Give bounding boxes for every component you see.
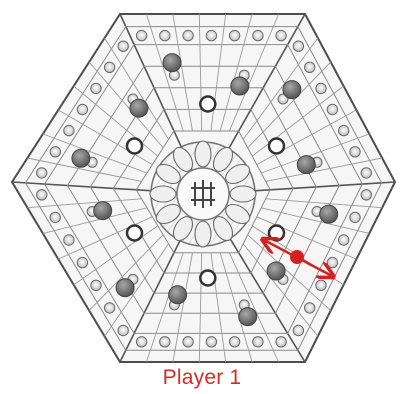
center-glyph-icon (191, 180, 215, 208)
game-piece[interactable] (169, 286, 187, 304)
ring-marker[interactable] (127, 139, 142, 154)
board-hole[interactable] (229, 337, 239, 347)
board-hole[interactable] (37, 168, 47, 178)
board-hole[interactable] (64, 235, 74, 245)
ring-marker[interactable] (269, 139, 284, 154)
board-hole[interactable] (316, 280, 326, 290)
game-piece[interactable] (297, 156, 315, 174)
board-hole[interactable] (104, 62, 114, 72)
board-hole[interactable] (206, 337, 216, 347)
board-hole[interactable] (339, 235, 349, 245)
board-hole[interactable] (327, 104, 337, 114)
board-hole[interactable] (293, 41, 303, 51)
board-hole[interactable] (327, 257, 337, 267)
board-hole[interactable] (104, 303, 114, 313)
board-hole[interactable] (183, 337, 193, 347)
board-hole[interactable] (50, 147, 60, 157)
board-hole[interactable] (361, 190, 371, 200)
game-piece[interactable] (267, 262, 285, 280)
game-piece[interactable] (130, 99, 148, 117)
board-hole[interactable] (276, 30, 286, 40)
board-hole[interactable] (118, 41, 128, 51)
board-hole[interactable] (206, 30, 216, 40)
board-hole[interactable] (183, 30, 193, 40)
board-hole[interactable] (64, 125, 74, 135)
board-hole[interactable] (77, 104, 87, 114)
mandala-petal (150, 186, 176, 202)
move-indicator-dot[interactable] (290, 250, 304, 264)
board-hole[interactable] (136, 337, 146, 347)
ring-marker[interactable] (200, 97, 215, 112)
board-hole[interactable] (77, 257, 87, 267)
game-piece[interactable] (116, 279, 134, 297)
board-hole[interactable] (253, 337, 263, 347)
board-hole[interactable] (305, 62, 315, 72)
mandala-petal (195, 221, 211, 247)
board-hole[interactable] (118, 325, 128, 335)
board-hole[interactable] (160, 337, 170, 347)
mandala-petal (230, 186, 256, 202)
center-mandala-ornament (150, 141, 256, 247)
board-hole[interactable] (350, 147, 360, 157)
board-hole[interactable] (361, 168, 371, 178)
game-piece[interactable] (283, 81, 301, 99)
ring-marker[interactable] (200, 271, 215, 286)
board-hole[interactable] (316, 83, 326, 93)
game-piece[interactable] (231, 77, 249, 95)
ring-marker[interactable] (127, 226, 142, 241)
game-piece[interactable] (163, 54, 181, 72)
board-hole[interactable] (293, 325, 303, 335)
board-hole[interactable] (229, 30, 239, 40)
board-hole[interactable] (276, 337, 286, 347)
player-label: Player 1 (0, 366, 404, 390)
game-piece[interactable] (94, 202, 112, 220)
game-piece[interactable] (239, 308, 257, 326)
ring-marker[interactable] (269, 226, 284, 241)
board-hole[interactable] (253, 30, 263, 40)
board-hole[interactable] (160, 30, 170, 40)
board-hole[interactable] (339, 125, 349, 135)
board-hole[interactable] (50, 212, 60, 222)
game-piece[interactable] (72, 149, 90, 167)
board-hole[interactable] (350, 212, 360, 222)
board-hole[interactable] (91, 83, 101, 93)
board-hole[interactable] (91, 280, 101, 290)
board-hole[interactable] (37, 190, 47, 200)
game-piece[interactable] (320, 205, 338, 223)
board-hole[interactable] (305, 303, 315, 313)
board-hole[interactable] (136, 30, 146, 40)
mandala-petal (195, 141, 211, 167)
